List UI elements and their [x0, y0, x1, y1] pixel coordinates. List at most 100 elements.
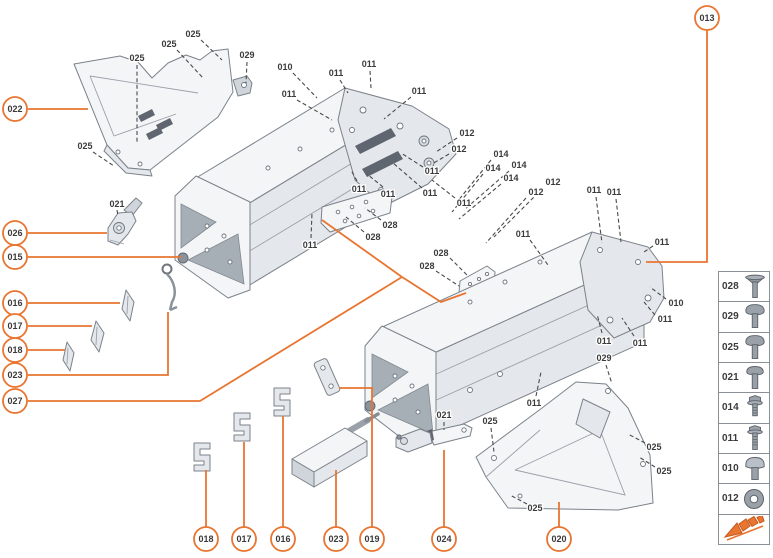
annotation-leader-line [292, 72, 318, 99]
hex-flange-bolt-icon [747, 395, 763, 417]
callout-023[interactable]: 023 [2, 362, 28, 388]
part-clamp-bracket-026 [107, 197, 143, 246]
annotation-leader-line [621, 317, 635, 337]
callout-024[interactable]: 024 [431, 526, 457, 552]
part-ref-label: 012 [451, 144, 466, 154]
annotation-leader-line [431, 153, 450, 165]
legend-label: 010 [722, 463, 739, 475]
part-ref-label: 011 [303, 240, 318, 250]
callout-017[interactable]: 017 [2, 313, 28, 339]
annotation-leader-line [509, 494, 528, 505]
annotation-leader-line [596, 313, 603, 334]
washer-icon [744, 488, 764, 509]
legend-item-012[interactable]: 012 [719, 483, 769, 513]
callout-022[interactable]: 022 [2, 96, 28, 122]
callout-013[interactable]: 013 [694, 5, 720, 31]
part-ref-label: 011 [329, 68, 344, 78]
callout-020[interactable]: 020 [546, 526, 572, 552]
part-ref-label: 014 [511, 160, 526, 170]
callout-018[interactable]: 018 [193, 526, 219, 552]
callout-circle [2, 362, 28, 388]
part-ref-label: 011 [607, 187, 622, 197]
part-spring-hook-023 [161, 263, 178, 312]
part-ref-label: 012 [459, 128, 474, 138]
part-retainer-clip-016 [273, 387, 291, 417]
callout-number: 017 [7, 321, 22, 331]
callout-number: 018 [198, 534, 213, 544]
part-ref-label: 025 [185, 29, 200, 39]
legend-item-010[interactable]: 010 [719, 452, 769, 483]
part-ref-label: 021 [436, 410, 451, 420]
callout-018[interactable]: 018 [2, 337, 28, 363]
legend-label: 011 [722, 432, 739, 444]
callout-023[interactable]: 023 [323, 526, 349, 552]
legend-item-028[interactable]: 028 [719, 272, 769, 301]
annotation-leader-line [456, 159, 492, 203]
callout-017[interactable]: 017 [231, 526, 257, 552]
annotation-leader-line [435, 270, 460, 287]
callout-number: 026 [7, 228, 22, 238]
callout-number: 016 [7, 298, 22, 308]
part-wedge-block-023 [291, 412, 380, 488]
part-ref-label: 025 [656, 466, 671, 476]
annotation-leader-line [449, 257, 468, 276]
annotation-leader-line [369, 70, 372, 89]
part-ref-label: 011 [362, 59, 377, 69]
annotation-leader-line [345, 216, 365, 233]
legend-item-011[interactable]: 011 [719, 422, 769, 453]
legend-item-014[interactable]: 014 [719, 392, 769, 422]
round-head-screw-icon [746, 366, 764, 390]
part-ref-label: 011 [457, 198, 472, 208]
annotation-leader-line [643, 301, 656, 316]
callout-027[interactable]: 027 [2, 388, 28, 414]
annotation-leader-line [364, 207, 382, 221]
legend-item-029[interactable]: 029 [719, 301, 769, 331]
annotation-leader-line [116, 209, 119, 217]
fastener-legend: 028 029 025 021 [718, 271, 770, 545]
part-gusset-bracket-022 [73, 48, 253, 177]
part-ref-label: 028 [382, 220, 397, 230]
callout-circle [2, 337, 28, 363]
legend-item-025[interactable]: 025 [719, 331, 769, 362]
part-ref-label: 025 [161, 39, 176, 49]
legend-item-021[interactable]: 021 [719, 361, 769, 392]
legend-item-next-page[interactable] [719, 513, 769, 544]
annotation-leader-line [649, 286, 667, 300]
callout-026[interactable]: 026 [2, 220, 28, 246]
legend-label: 014 [722, 402, 739, 414]
callout-number: 015 [7, 252, 22, 262]
annotation-leader-line [435, 137, 458, 153]
callout-016[interactable]: 016 [270, 526, 296, 552]
callout-circle [231, 526, 257, 552]
annotation-leader-line [529, 239, 549, 266]
callout-leader-line [321, 219, 403, 278]
annotation-leader-line [296, 99, 333, 121]
annotation-leader-line [366, 173, 384, 188]
callout-number: 013 [699, 13, 714, 23]
callout-019[interactable]: 019 [359, 526, 385, 552]
part-ref-label: 012 [528, 187, 543, 197]
part-ref-label: 011 [282, 89, 297, 99]
callout-016[interactable]: 016 [2, 290, 28, 316]
callout-leader-line [339, 387, 373, 527]
part-ref-label: 028 [419, 261, 434, 271]
callout-circle [323, 526, 349, 552]
annotation-leader-line [92, 151, 115, 167]
callout-number: 017 [236, 534, 251, 544]
callout-number: 019 [364, 534, 379, 544]
callout-circle [546, 526, 572, 552]
callout-circle [359, 526, 385, 552]
callout-leader-line [28, 312, 169, 376]
part-shim-blade-016 [121, 289, 135, 322]
callout-leader-line [28, 276, 403, 402]
part-ref-label: 025 [77, 141, 92, 151]
callout-number: 016 [275, 534, 290, 544]
round-head-screw-icon [745, 334, 765, 359]
part-ref-label: 011 [527, 398, 542, 408]
part-latch-hinge-024 [395, 423, 473, 453]
part-ref-label: 028 [433, 248, 448, 258]
callout-circle [2, 388, 28, 414]
callout-015[interactable]: 015 [2, 244, 28, 270]
part-ref-label: 010 [668, 298, 683, 308]
flat-head-screw-icon [744, 274, 766, 299]
